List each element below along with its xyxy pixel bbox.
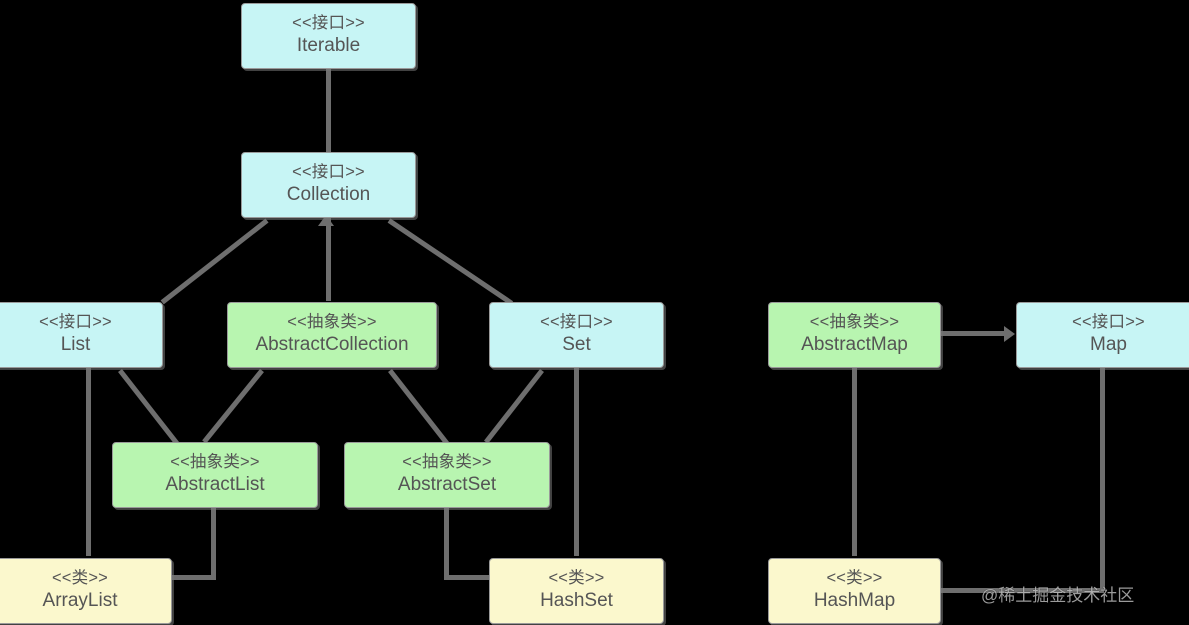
edge-hashmap-to-map-vertical bbox=[1100, 368, 1105, 590]
node-list-stereotype: <<接口>> bbox=[39, 313, 112, 332]
node-set[interactable]: <<接口>> Set bbox=[489, 302, 664, 368]
node-abstractcollection[interactable]: <<抽象类>> AbstractCollection bbox=[227, 302, 437, 368]
node-hashset-name: HashSet bbox=[540, 590, 613, 612]
node-list[interactable]: <<接口>> List bbox=[0, 302, 163, 368]
node-map[interactable]: <<接口>> Map bbox=[1016, 302, 1189, 368]
node-map-stereotype: <<接口>> bbox=[1072, 313, 1145, 332]
edge-hashmap-to-map-horizontal bbox=[940, 588, 1104, 593]
arrowhead-map-left bbox=[1004, 326, 1015, 342]
edge-abstractcollection-to-collection bbox=[326, 216, 331, 301]
node-abstractlist-name: AbstractList bbox=[165, 474, 265, 496]
node-list-name: List bbox=[60, 334, 91, 356]
edge-list-to-collection bbox=[160, 218, 269, 305]
edge-arraylist-to-list bbox=[86, 368, 91, 556]
edge-abstractset-to-abstractcollection bbox=[388, 368, 450, 447]
node-arraylist-stereotype: <<类>> bbox=[51, 569, 109, 588]
edge-abstractlist-to-abstractcollection bbox=[202, 368, 264, 444]
node-map-name: Map bbox=[1090, 334, 1127, 356]
edge-abstractmap-to-map bbox=[941, 331, 1009, 336]
node-iterable-stereotype: <<接口>> bbox=[292, 14, 365, 33]
node-hashset-stereotype: <<类>> bbox=[548, 569, 605, 588]
edge-abstractset-to-set bbox=[484, 368, 544, 444]
node-collection-stereotype: <<接口>> bbox=[292, 163, 365, 182]
edge-set-to-collection bbox=[387, 218, 514, 306]
node-hashset[interactable]: <<类>> HashSet bbox=[489, 558, 664, 624]
node-hashmap-name: HashMap bbox=[813, 590, 896, 612]
node-abstractset-stereotype: <<抽象类>> bbox=[402, 453, 492, 472]
node-collection-name: Collection bbox=[286, 184, 371, 206]
watermark: @稀土掘金技术社区 bbox=[981, 586, 1135, 605]
edge-abstractlist-to-arraylist-horizontal bbox=[170, 575, 216, 580]
edge-hashmap-to-abstractmap bbox=[852, 368, 857, 556]
node-arraylist[interactable]: <<类>> ArrayList bbox=[0, 558, 172, 624]
edge-abstractset-to-hashset-horizontal bbox=[444, 575, 494, 580]
node-set-stereotype: <<接口>> bbox=[540, 313, 613, 332]
node-iterable[interactable]: <<接口>> Iterable bbox=[241, 3, 416, 69]
node-hashmap-stereotype: <<类>> bbox=[826, 569, 883, 588]
edge-abstractlist-to-list bbox=[118, 368, 180, 447]
node-abstractcollection-name: AbstractCollection bbox=[255, 334, 409, 356]
edge-abstractset-to-hashset-vertical bbox=[444, 508, 449, 580]
node-abstractmap-stereotype: <<抽象类>> bbox=[809, 313, 900, 332]
node-abstractlist[interactable]: <<抽象类>> AbstractList bbox=[112, 442, 318, 508]
edge-collection-to-iterable bbox=[326, 68, 331, 157]
node-arraylist-name: ArrayList bbox=[42, 590, 118, 612]
node-abstractmap[interactable]: <<抽象类>> AbstractMap bbox=[768, 302, 941, 368]
node-hashmap[interactable]: <<类>> HashMap bbox=[768, 558, 941, 624]
edge-abstractlist-to-arraylist-vertical bbox=[211, 508, 216, 580]
node-iterable-name: Iterable bbox=[296, 35, 361, 57]
node-abstractset-name: AbstractSet bbox=[397, 474, 497, 496]
node-abstractlist-stereotype: <<抽象类>> bbox=[170, 453, 260, 472]
node-abstractmap-name: AbstractMap bbox=[801, 334, 908, 356]
node-abstractcollection-stereotype: <<抽象类>> bbox=[287, 313, 377, 332]
node-abstractset[interactable]: <<抽象类>> AbstractSet bbox=[344, 442, 550, 508]
edge-hashset-to-set bbox=[574, 368, 579, 556]
node-set-name: Set bbox=[562, 334, 591, 356]
node-collection[interactable]: <<接口>> Collection bbox=[241, 152, 416, 218]
